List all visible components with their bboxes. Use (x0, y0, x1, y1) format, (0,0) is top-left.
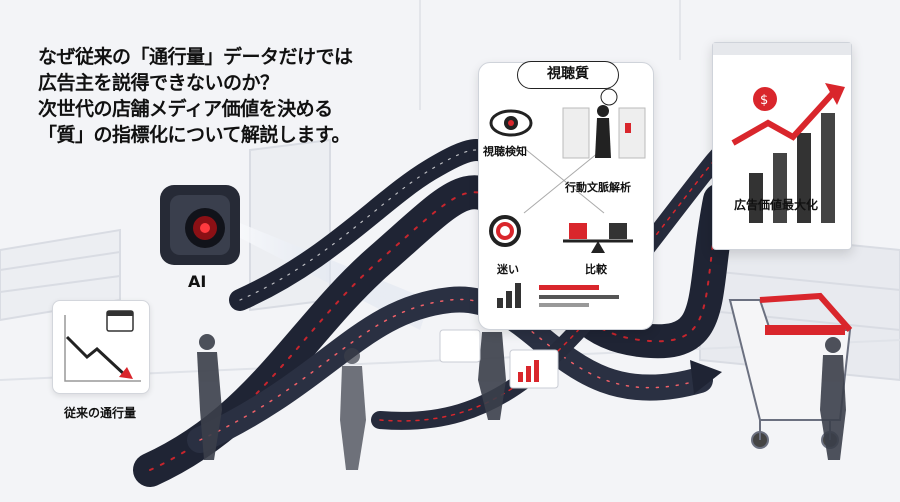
person-shopper-right (820, 337, 846, 460)
ad-value-label: 広告価値最大化 (734, 198, 819, 212)
traffic-label: 従来の通行量 (64, 406, 137, 420)
analytics-bars (497, 283, 619, 308)
camera-beam (215, 215, 430, 330)
headline-line-2: 広告主を説得できないのか？ (38, 72, 279, 94)
panel-title: 視聴質 (517, 61, 619, 89)
quality-panel: 視聴質 (478, 61, 654, 330)
hesitation-label: 迷い (497, 263, 519, 276)
headline-line-3: 次世代の店舗メディア価値を決める (38, 98, 333, 120)
context-label: 行動文脈解析 (565, 181, 631, 194)
headline-line-1: なぜ従来の「通行量」データだけでは (38, 46, 353, 68)
eye-icon (489, 109, 533, 137)
shopping-cart-icon (728, 292, 853, 449)
ad-value-screen: $ (712, 42, 852, 250)
person-shopper-center (340, 348, 366, 470)
headline: なぜ従来の「通行量」データだけでは 広告主を説得できないのか？ 次世代の店舗メデ… (38, 44, 398, 148)
svg-text:$: $ (760, 93, 768, 108)
panel-graphics (489, 88, 646, 308)
gaze-label: 視聴検知 (483, 145, 527, 158)
compare-scale-icon (563, 223, 633, 253)
declining-chart-icon (64, 310, 141, 382)
growth-chart-icon: $ (713, 43, 851, 223)
person-shopper-left (197, 334, 222, 460)
ai-label: AI (188, 272, 207, 291)
headline-line-4: 「質」の指標化について解説します。 (38, 124, 351, 146)
shelf-browsing-icon (562, 88, 646, 159)
traffic-card (52, 300, 150, 394)
compare-label: 比較 (585, 263, 607, 276)
ai-camera-icon (160, 185, 240, 265)
hesitation-icon (489, 215, 521, 247)
